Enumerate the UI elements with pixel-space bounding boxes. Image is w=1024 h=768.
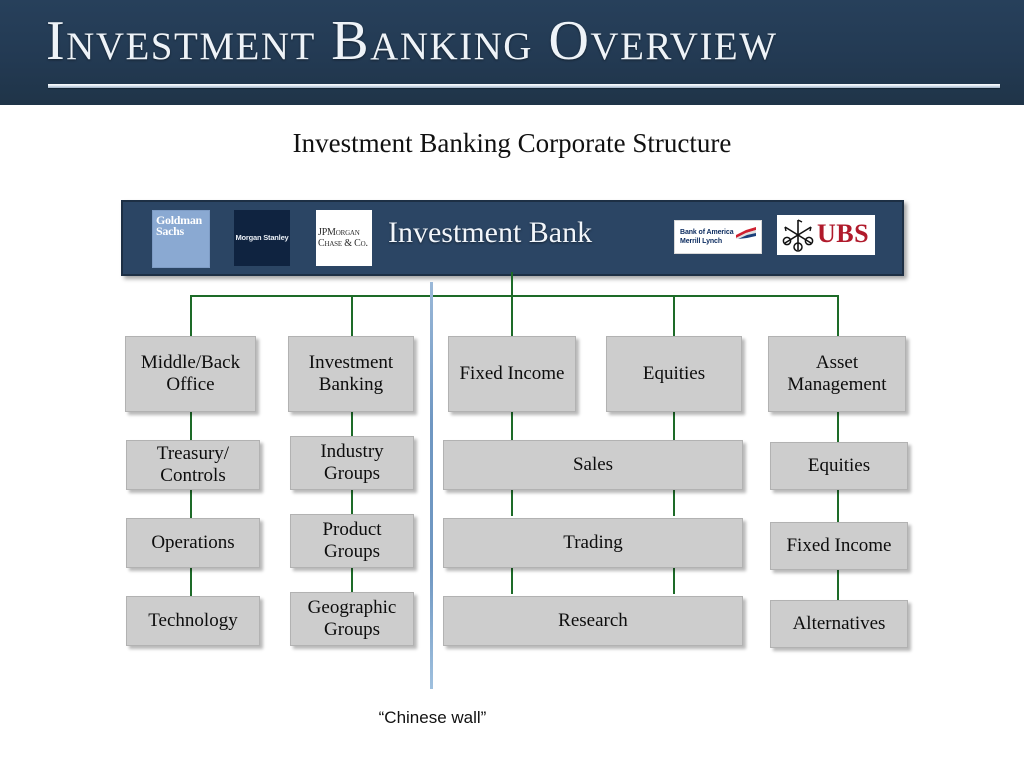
node-alternatives[interactable]: Alternatives <box>770 600 908 648</box>
ubs-logo-text: UBS <box>817 219 870 248</box>
connector-c4-r1-sales <box>673 412 675 440</box>
node-operations[interactable]: Operations <box>126 518 260 568</box>
chinese-wall-label: “Chinese wall” <box>378 708 487 727</box>
connector-trunk <box>511 272 513 296</box>
chinese-wall-divider <box>430 282 433 689</box>
connector-drop-3 <box>511 295 513 336</box>
node-am-fixed-income[interactable]: Fixed Income <box>770 522 908 570</box>
node-equities[interactable]: Equities <box>606 336 742 412</box>
connector-c1-r3-r4 <box>190 568 192 596</box>
connector-trading-research-right <box>673 568 675 594</box>
jpmorgan-chase-logo: JPMorgan Chase & Co. <box>316 210 372 266</box>
connector-sales-trading-right <box>673 490 675 516</box>
connector-drop-4 <box>673 295 675 336</box>
connector-c1-r2-r3 <box>190 490 192 518</box>
connector-c2-r2-r3 <box>351 490 353 514</box>
morgan-stanley-logo: Morgan Stanley <box>234 210 290 266</box>
node-geographic-groups[interactable]: Geographic Groups <box>290 592 414 646</box>
node-research[interactable]: Research <box>443 596 743 646</box>
goldman-sachs-logo: Goldman Sachs <box>152 210 210 268</box>
node-technology[interactable]: Technology <box>126 596 260 646</box>
node-fixed-income[interactable]: Fixed Income <box>448 336 576 412</box>
node-am-equities[interactable]: Equities <box>770 442 908 490</box>
bank-of-america-merrill-lynch-logo: Bank of America Merrill Lynch <box>674 220 762 254</box>
investment-bank-header-bar: Goldman Sachs Morgan Stanley JPMorgan Ch… <box>121 200 904 276</box>
investment-bank-label: Investment Bank <box>388 216 593 249</box>
connector-drop-5 <box>837 295 839 336</box>
header-underline-rule <box>48 84 1000 88</box>
node-trading[interactable]: Trading <box>443 518 743 568</box>
slide-subtitle: Investment Banking Corporate Structure <box>292 128 732 158</box>
connector-c2-r3-r4 <box>351 568 353 592</box>
goldman-sachs-logo-text: Goldman Sachs <box>156 213 202 238</box>
node-investment-banking[interactable]: Investment Banking <box>288 336 414 412</box>
connector-trading-research-left <box>511 568 513 594</box>
ubs-keys-icon <box>782 219 814 252</box>
connector-drop-2 <box>351 295 353 336</box>
node-sales[interactable]: Sales <box>443 440 743 490</box>
node-asset-management[interactable]: Asset Management <box>768 336 906 412</box>
node-product-groups[interactable]: Product Groups <box>290 514 414 568</box>
connector-c5-r2-r3 <box>837 490 839 522</box>
baml-logo-text: Bank of America Merrill Lynch <box>680 229 734 245</box>
node-middle-back-office[interactable]: Middle/Back Office <box>125 336 256 412</box>
node-industry-groups[interactable]: Industry Groups <box>290 436 414 490</box>
slide-header: Investment Banking Overview <box>0 0 1024 105</box>
connector-c3-r1-sales <box>511 412 513 440</box>
connector-c5-r1-r2 <box>837 412 839 442</box>
ubs-logo: UBS <box>777 215 875 255</box>
baml-flag-icon <box>736 227 756 239</box>
connector-sales-trading-left <box>511 490 513 516</box>
connector-bus <box>190 295 839 297</box>
connector-c1-r1-r2 <box>190 412 192 440</box>
jpmorgan-chase-logo-text: JPMorgan Chase & Co. <box>318 227 368 249</box>
connector-c2-r1-r2 <box>351 412 353 440</box>
morgan-stanley-logo-text: Morgan Stanley <box>235 233 289 242</box>
connector-drop-1 <box>190 295 192 336</box>
connector-c5-r3-r4 <box>837 570 839 600</box>
page-title: Investment Banking Overview <box>46 10 778 72</box>
node-treasury-controls[interactable]: Treasury/ Controls <box>126 440 260 490</box>
